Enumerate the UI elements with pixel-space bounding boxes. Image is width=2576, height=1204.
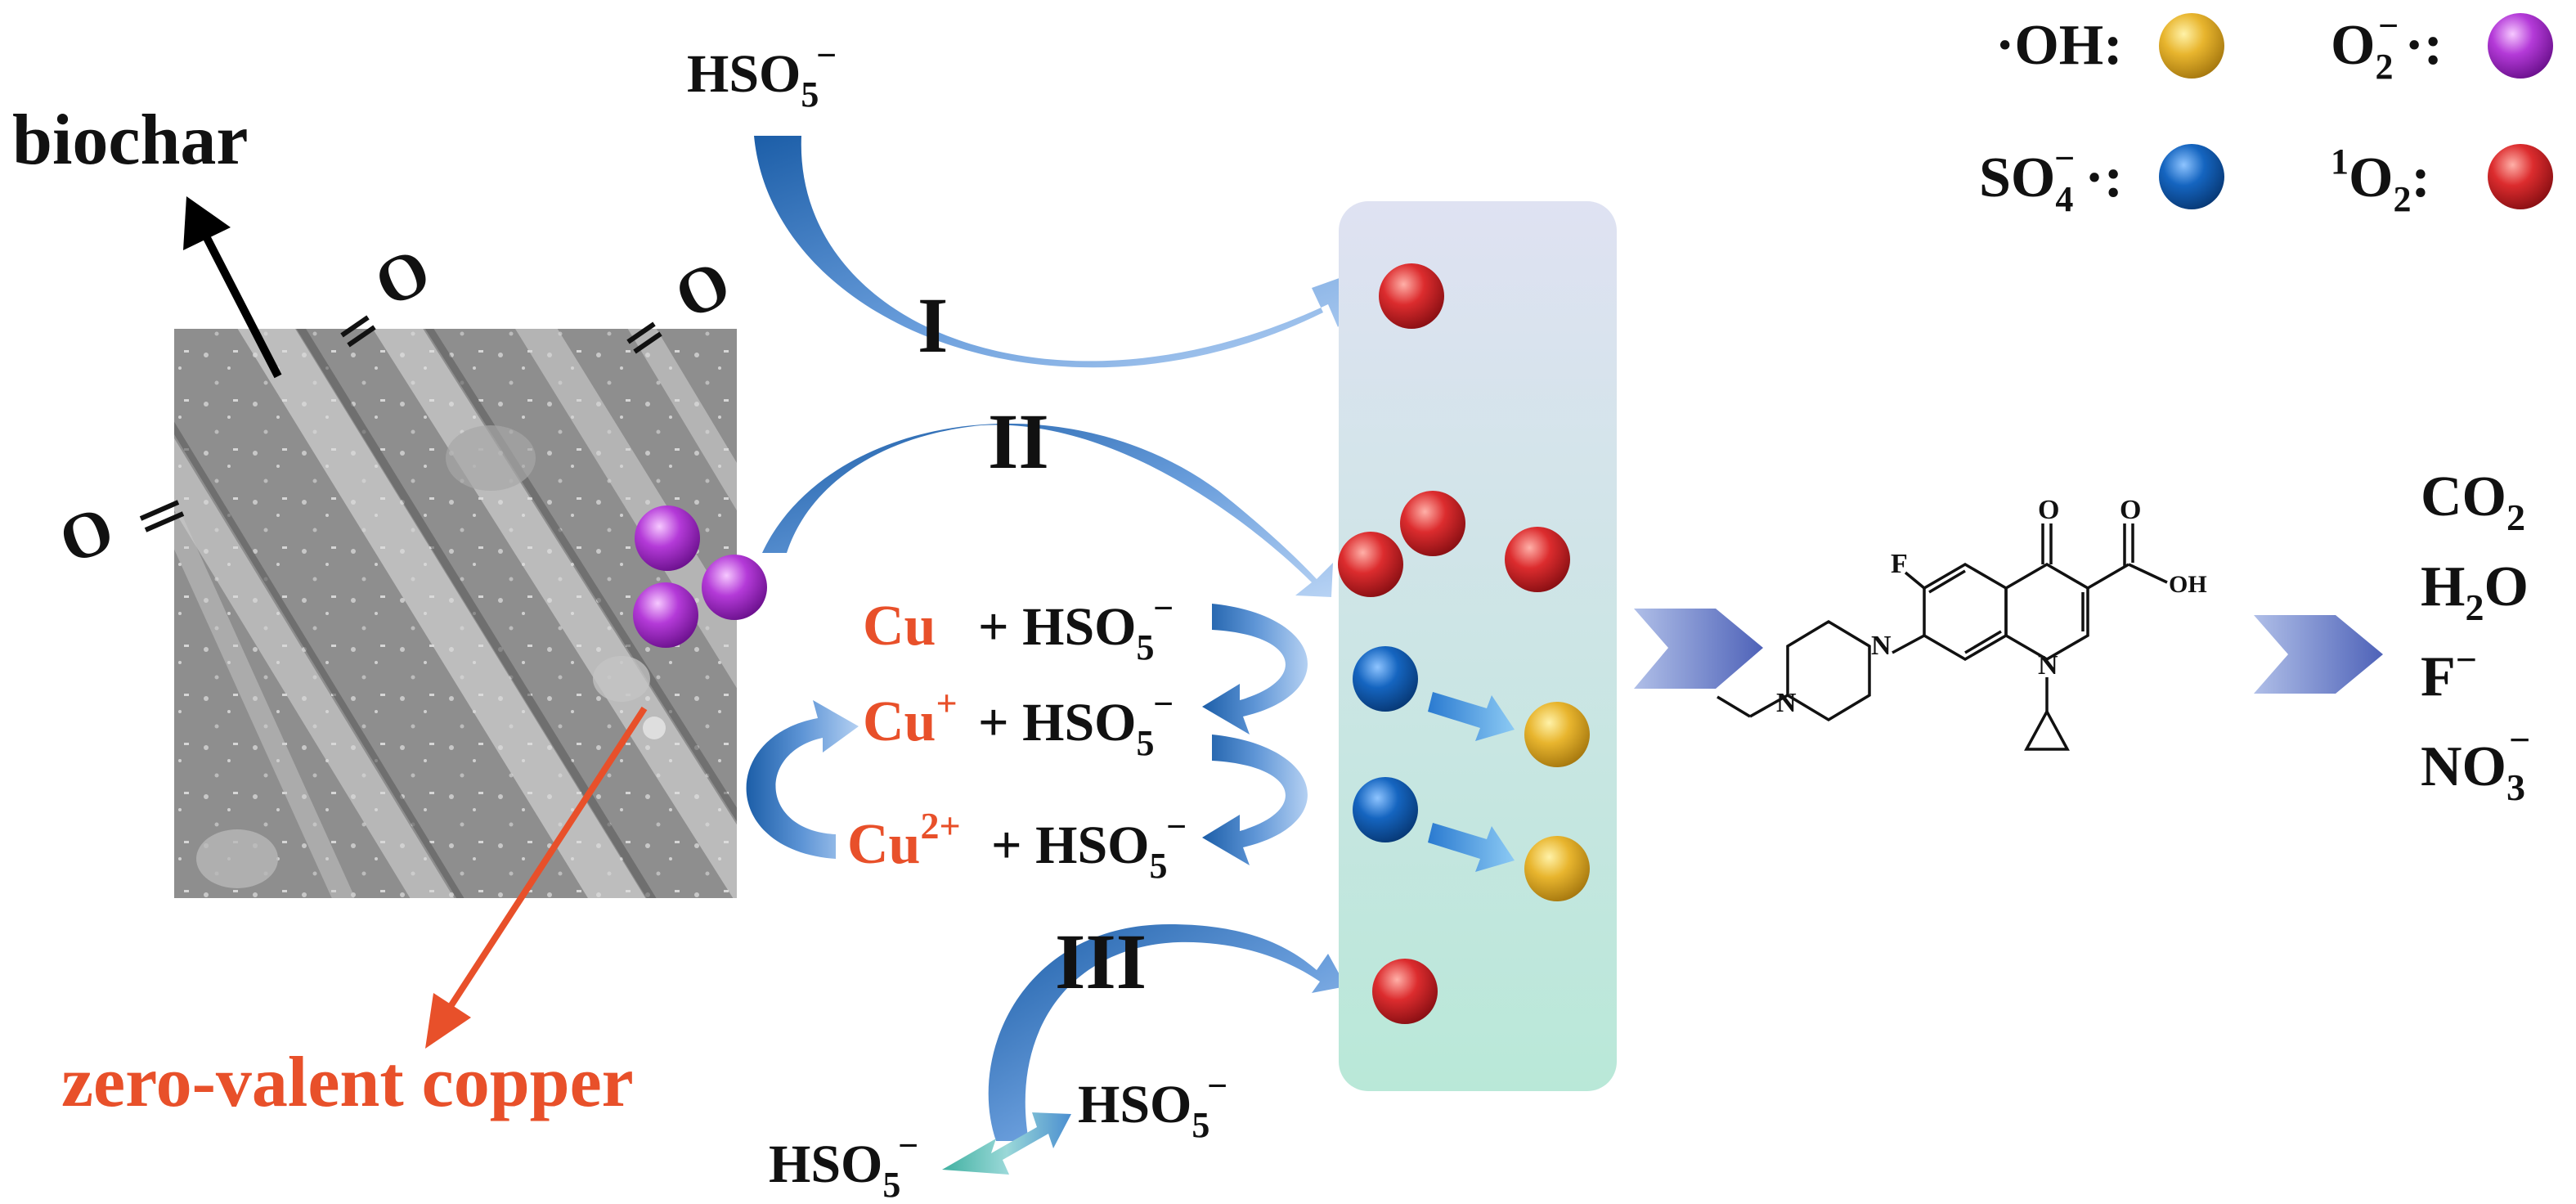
legend-oh-swatch xyxy=(2159,13,2224,79)
svg-text:O: O xyxy=(665,247,742,334)
product-h2o: H2O xyxy=(2421,555,2529,628)
svg-text:Cu+: Cu+ xyxy=(863,682,958,753)
singlet-oxygen-particle xyxy=(1379,263,1444,329)
antibiotic-molecule xyxy=(1717,523,2168,751)
svg-text:−: − xyxy=(2509,719,2530,761)
svg-text:OH: OH xyxy=(2169,571,2207,598)
superoxide-particle xyxy=(635,505,700,571)
reaction-cu: Cu + HSO5 − xyxy=(863,588,1174,667)
svg-text:F−: F− xyxy=(2421,639,2477,708)
pms-label-bottom-right: HSO5 − xyxy=(1078,1066,1227,1145)
product-fluoride: F− xyxy=(2421,639,2477,708)
legend: ·OH: O2·: − SO4·: − 1O2: xyxy=(1979,6,2553,219)
svg-text:O: O xyxy=(51,492,123,577)
chevron-arrow-to-products xyxy=(2254,615,2383,694)
svg-text:F: F xyxy=(1891,549,1908,579)
pms-exchange-arrow xyxy=(942,1112,1071,1175)
svg-text:HSO5: HSO5 xyxy=(687,44,819,115)
sulfate-to-hydroxyl-arrow xyxy=(1428,692,1515,741)
singlet-oxygen-particle xyxy=(1338,532,1403,597)
svg-text:−: − xyxy=(2378,6,2399,46)
singlet-oxygen-particle xyxy=(1400,491,1465,556)
pathway-3-arrow xyxy=(988,924,1346,1141)
svg-text:−: − xyxy=(1166,806,1187,847)
superoxide-particle xyxy=(633,582,698,648)
hydroxyl-radical-particle xyxy=(1524,702,1590,767)
legend-oh-label: ·OH: xyxy=(1995,14,2123,77)
chevron-arrow-to-molecule xyxy=(1634,609,1763,689)
legend-sulfate-radical-swatch xyxy=(2159,144,2224,209)
legend-superoxide-label: O2·: − xyxy=(2331,6,2443,87)
pms-label-bottom-left: HSO5 − xyxy=(769,1125,918,1204)
svg-text:N: N xyxy=(2038,650,2058,681)
svg-text:−: − xyxy=(898,1125,918,1166)
oxygen-group-left: O xyxy=(51,492,185,577)
pms-label-top: HSO5 − xyxy=(687,35,837,115)
product-nitrate: NO3 − xyxy=(2421,719,2530,808)
svg-text:+ HSO5: + HSO5 xyxy=(991,815,1168,886)
zero-valent-copper-arrow xyxy=(425,706,648,1049)
sem-image-biochar xyxy=(174,329,737,898)
singlet-oxygen-particle xyxy=(1505,527,1570,592)
svg-text:−: − xyxy=(816,35,837,75)
singlet-oxygen-particle xyxy=(1372,959,1438,1024)
svg-text:O: O xyxy=(2120,495,2141,525)
legend-superoxide-swatch xyxy=(2488,13,2553,79)
pathway-3-label: III xyxy=(1055,918,1147,1005)
molecule-atom-labels: F O O OH N N N xyxy=(1776,495,2207,718)
superoxide-particle xyxy=(702,555,767,620)
legend-singlet-oxygen-swatch xyxy=(2488,144,2553,209)
biochar-arrow xyxy=(183,196,282,379)
legend-sulfate-radical-label: SO4·: − xyxy=(1979,138,2123,219)
legend-singlet-oxygen-label: 1O2: xyxy=(2331,142,2430,219)
svg-text:H2O: H2O xyxy=(2421,555,2529,628)
svg-text:CO2: CO2 xyxy=(2421,465,2525,538)
pathway-2-label: II xyxy=(988,398,1049,485)
cycle-arrow-cu-to-cu-plus xyxy=(1202,604,1308,735)
svg-text:1O2:: 1O2: xyxy=(2331,142,2430,219)
pathway-1-arrow xyxy=(754,136,1380,368)
svg-text:HSO5: HSO5 xyxy=(1078,1075,1209,1145)
sulfate-radical-particle xyxy=(1353,646,1418,712)
svg-text:SO4·:: SO4·: xyxy=(1979,146,2123,219)
hydroxyl-radical-particle xyxy=(1524,836,1590,901)
cycle-arrow-cu-2plus-to-cu-plus xyxy=(746,700,859,859)
svg-text:+ HSO5: + HSO5 xyxy=(978,597,1155,667)
svg-text:−: − xyxy=(1153,588,1174,628)
oxygen-group-top-left: O xyxy=(340,235,442,348)
zero-valent-copper-label: zero-valent copper xyxy=(61,1043,634,1122)
sulfate-to-hydroxyl-arrow xyxy=(1428,823,1515,872)
reaction-cu-2plus: Cu2+ + HSO5 − xyxy=(847,805,1187,886)
sulfate-radical-particle xyxy=(1353,777,1418,842)
svg-text:O2·:: O2·: xyxy=(2331,14,2443,87)
cycle-arrow-cu-plus-to-cu-2plus xyxy=(1202,735,1308,865)
svg-text:−: − xyxy=(1207,1066,1227,1106)
svg-text:O: O xyxy=(365,235,442,321)
biochar-label: biochar xyxy=(12,101,248,180)
svg-text:Cu2+: Cu2+ xyxy=(847,805,961,876)
svg-text:O: O xyxy=(2038,495,2059,525)
svg-text:N: N xyxy=(1871,631,1892,661)
product-co2: CO2 xyxy=(2421,465,2525,538)
svg-text:+ HSO5: + HSO5 xyxy=(978,693,1155,763)
reactive-species-panel xyxy=(1339,201,1617,1091)
svg-text:NO3: NO3 xyxy=(2421,735,2525,808)
svg-text:Cu: Cu xyxy=(863,595,936,658)
svg-text:−: − xyxy=(1153,684,1174,724)
pathway-1-label: I xyxy=(918,281,948,369)
svg-text:HSO5: HSO5 xyxy=(769,1134,900,1204)
svg-text:N: N xyxy=(1776,688,1797,718)
svg-text:−: − xyxy=(2054,138,2075,178)
reaction-cu-plus: Cu+ + HSO5 − xyxy=(863,682,1174,763)
